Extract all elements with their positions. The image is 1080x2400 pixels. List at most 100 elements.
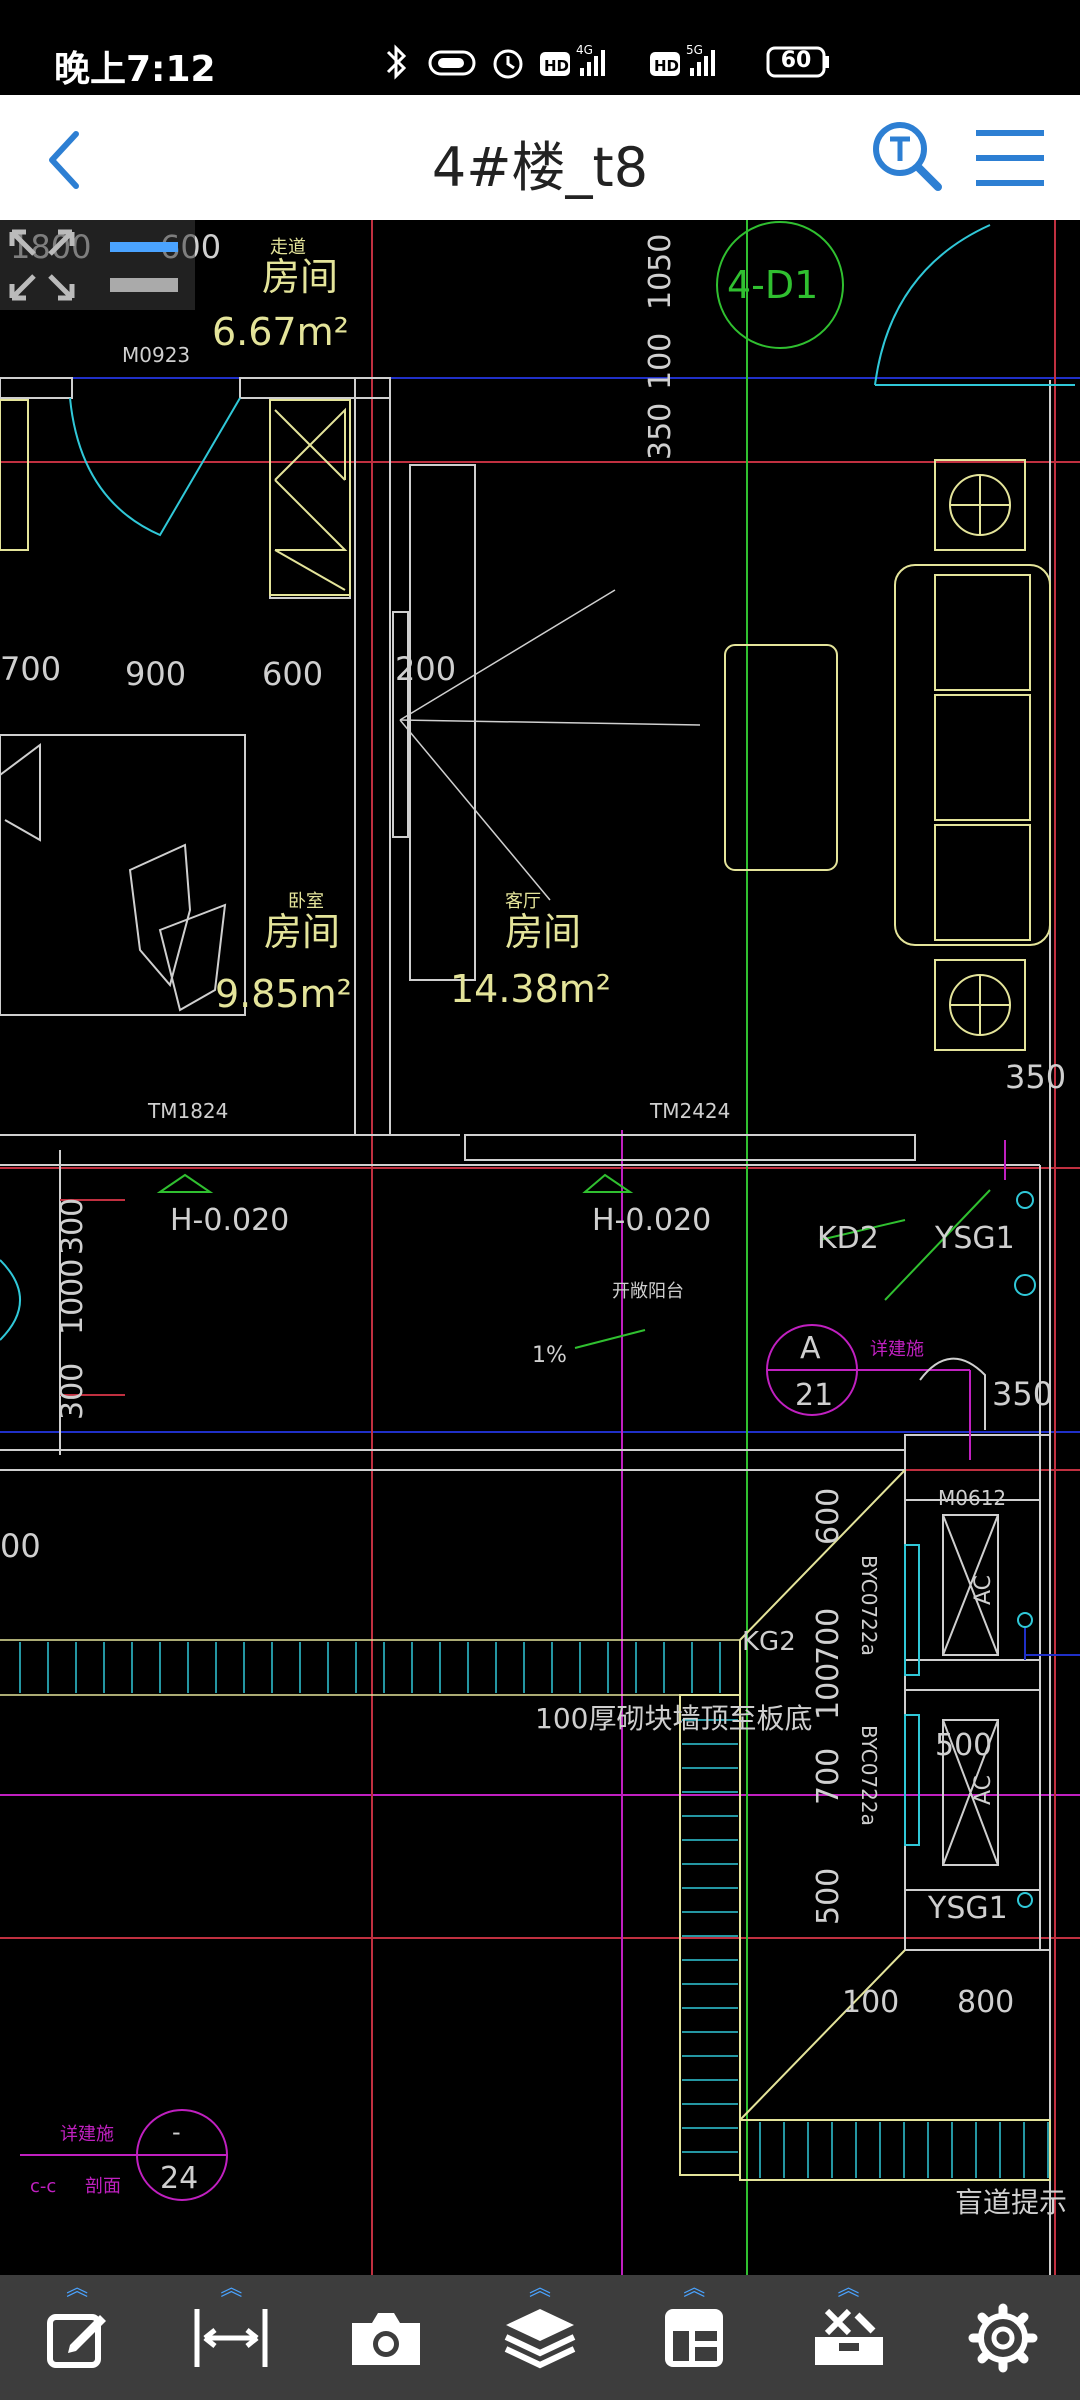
tool-camera[interactable] bbox=[326, 2278, 446, 2398]
svg-text:HD: HD bbox=[654, 57, 679, 75]
bluetooth-icon bbox=[386, 44, 407, 80]
slope-label: 1% bbox=[532, 1343, 567, 1368]
stair-ticks bbox=[682, 1719, 1049, 2178]
level-b: H-0.020 bbox=[592, 1203, 711, 1238]
dim-800: 800 bbox=[957, 1985, 1014, 2020]
grid-lines bbox=[0, 220, 1080, 2275]
door-m0923: M0923 bbox=[122, 343, 190, 367]
signal-5g-icon: 5G bbox=[686, 43, 715, 76]
room1-name: 房间 bbox=[262, 255, 338, 299]
edit-icon bbox=[47, 2313, 107, 2368]
ac-b: AC bbox=[971, 1775, 996, 1805]
page-title: 4#楼_t8 bbox=[431, 136, 649, 199]
hd-icon-2: HD bbox=[650, 52, 680, 76]
level-a: H-0.020 bbox=[170, 1203, 289, 1238]
layout-icon bbox=[665, 2308, 724, 2367]
back-button[interactable] bbox=[30, 120, 110, 200]
room1-area: 6.67m² bbox=[212, 310, 349, 354]
dim-00: 00 bbox=[0, 1527, 41, 1565]
dim-700: 700 bbox=[0, 650, 61, 688]
chevron-up-icon: ︽ bbox=[66, 2275, 89, 2301]
room-living-label: 客厅 bbox=[505, 891, 541, 912]
app-header: 4#楼_t8 bbox=[0, 95, 1080, 220]
tool-settings[interactable] bbox=[943, 2278, 1063, 2398]
section-cc: c-c bbox=[30, 2176, 56, 2197]
tool-edit[interactable]: ︽ bbox=[17, 2275, 137, 2398]
room2-area: 9.85m² bbox=[215, 972, 352, 1016]
ac-a: AC bbox=[971, 1575, 996, 1605]
detail-ref-b: 详建施 bbox=[60, 2124, 114, 2145]
dim-700-v: 700 bbox=[811, 1608, 846, 1665]
wall-note: 100厚砌块墙顶至板底 bbox=[535, 1702, 812, 1735]
sofa bbox=[724, 459, 1051, 1051]
chevron-up-icon: ︽ bbox=[837, 2275, 860, 2301]
tool-measure[interactable]: ︽ bbox=[171, 2277, 291, 2398]
dim-100-b: 100 bbox=[842, 1985, 899, 2020]
stair bbox=[679, 1469, 1051, 2181]
door-tm2424: TM2424 bbox=[649, 1099, 730, 1123]
dim-300-a: 300 bbox=[55, 1198, 90, 1255]
room3-name: 房间 bbox=[505, 910, 581, 954]
dim-600-v: 600 bbox=[811, 1488, 846, 1545]
byc-a: BYC0722a bbox=[857, 1555, 881, 1656]
room-walk-label: 走道 bbox=[270, 237, 306, 258]
door-tm1824: TM1824 bbox=[147, 1099, 228, 1123]
status-time: 晚上7:12 bbox=[54, 49, 216, 90]
axis-4d1 bbox=[716, 221, 844, 349]
detail-a-top: A bbox=[800, 1331, 821, 1366]
bottom-toolbar: ︽ ︽ ︽ ︽ bbox=[0, 2275, 1080, 2400]
dim-1050: 1050 bbox=[643, 234, 678, 310]
detail-b-top: - bbox=[172, 2118, 181, 2146]
railing-ticks bbox=[19, 1642, 721, 1693]
dim-500-a: 500 bbox=[935, 1728, 992, 1763]
dim-500-v: 500 bbox=[811, 1868, 846, 1925]
room2-name: 房间 bbox=[264, 910, 340, 954]
zoom-control-graphic[interactable] bbox=[0, 220, 195, 310]
dim-100-v: 100 bbox=[811, 1663, 846, 1720]
zoom-control[interactable] bbox=[0, 220, 195, 310]
balcony-label: 开敞阳台 bbox=[612, 1281, 684, 1302]
detail-a-bottom: 21 bbox=[795, 1378, 833, 1413]
chevron-up-icon: ︽ bbox=[683, 2275, 706, 2301]
balcony-lines bbox=[0, 1140, 1036, 1460]
ac-units bbox=[904, 1499, 1080, 1908]
expand-icon bbox=[9, 229, 75, 301]
battery-level: 60 bbox=[780, 48, 812, 73]
signal-4g-icon: 4G bbox=[576, 43, 605, 76]
drawing-canvas[interactable]: 1800 600 走道 房间 6.67m² M0923 1050 100 350… bbox=[0, 220, 1080, 2275]
kd2-label: KD2 bbox=[817, 1221, 879, 1256]
chevron-up-icon: ︽ bbox=[528, 2275, 551, 2301]
tool-layers[interactable]: ︽ bbox=[480, 2275, 600, 2398]
battery-saver-icon bbox=[428, 50, 476, 76]
dim-300-b: 300 bbox=[55, 1363, 90, 1420]
svg-text:HD: HD bbox=[544, 57, 569, 75]
alarm-icon bbox=[493, 49, 523, 79]
axis-4d1-label: 4-D1 bbox=[727, 263, 818, 307]
detail-ref: 详建施 bbox=[870, 1339, 924, 1360]
section-label: 剖面 bbox=[85, 2176, 121, 2197]
dim-700-v2: 700 bbox=[811, 1748, 846, 1805]
kg2-label: KG2 bbox=[742, 1627, 796, 1657]
camera-icon bbox=[351, 2312, 420, 2365]
menu-button[interactable] bbox=[970, 123, 1050, 193]
toolbox-icon bbox=[814, 2308, 883, 2365]
svg-text:5G: 5G bbox=[686, 43, 703, 57]
dim-900: 900 bbox=[125, 655, 186, 693]
door-m0612: M0612 bbox=[938, 1486, 1006, 1510]
blind-path-label: 盲道提示 bbox=[955, 2186, 1067, 2219]
dim-1000: 1000 bbox=[55, 1259, 90, 1335]
text-search-button[interactable] bbox=[868, 117, 948, 197]
gear-icon bbox=[968, 2303, 1038, 2372]
measure-icon bbox=[194, 2308, 268, 2367]
layers-icon bbox=[504, 2308, 576, 2368]
dim-350-c: 350 bbox=[992, 1375, 1053, 1413]
zoom-out-bar bbox=[110, 278, 178, 292]
tool-toolbox[interactable]: ︽ bbox=[789, 2275, 909, 2398]
wardrobe bbox=[0, 397, 351, 596]
byc-b: BYC0722a bbox=[857, 1725, 881, 1826]
dim-100-a: 100 bbox=[643, 333, 678, 390]
door-swing bbox=[399, 589, 701, 901]
cad-drawing[interactable]: 1800 600 走道 房间 6.67m² M0923 1050 100 350… bbox=[0, 220, 1080, 2275]
zoom-in-bar bbox=[110, 242, 178, 252]
tool-layout[interactable]: ︽ bbox=[634, 2275, 754, 2398]
